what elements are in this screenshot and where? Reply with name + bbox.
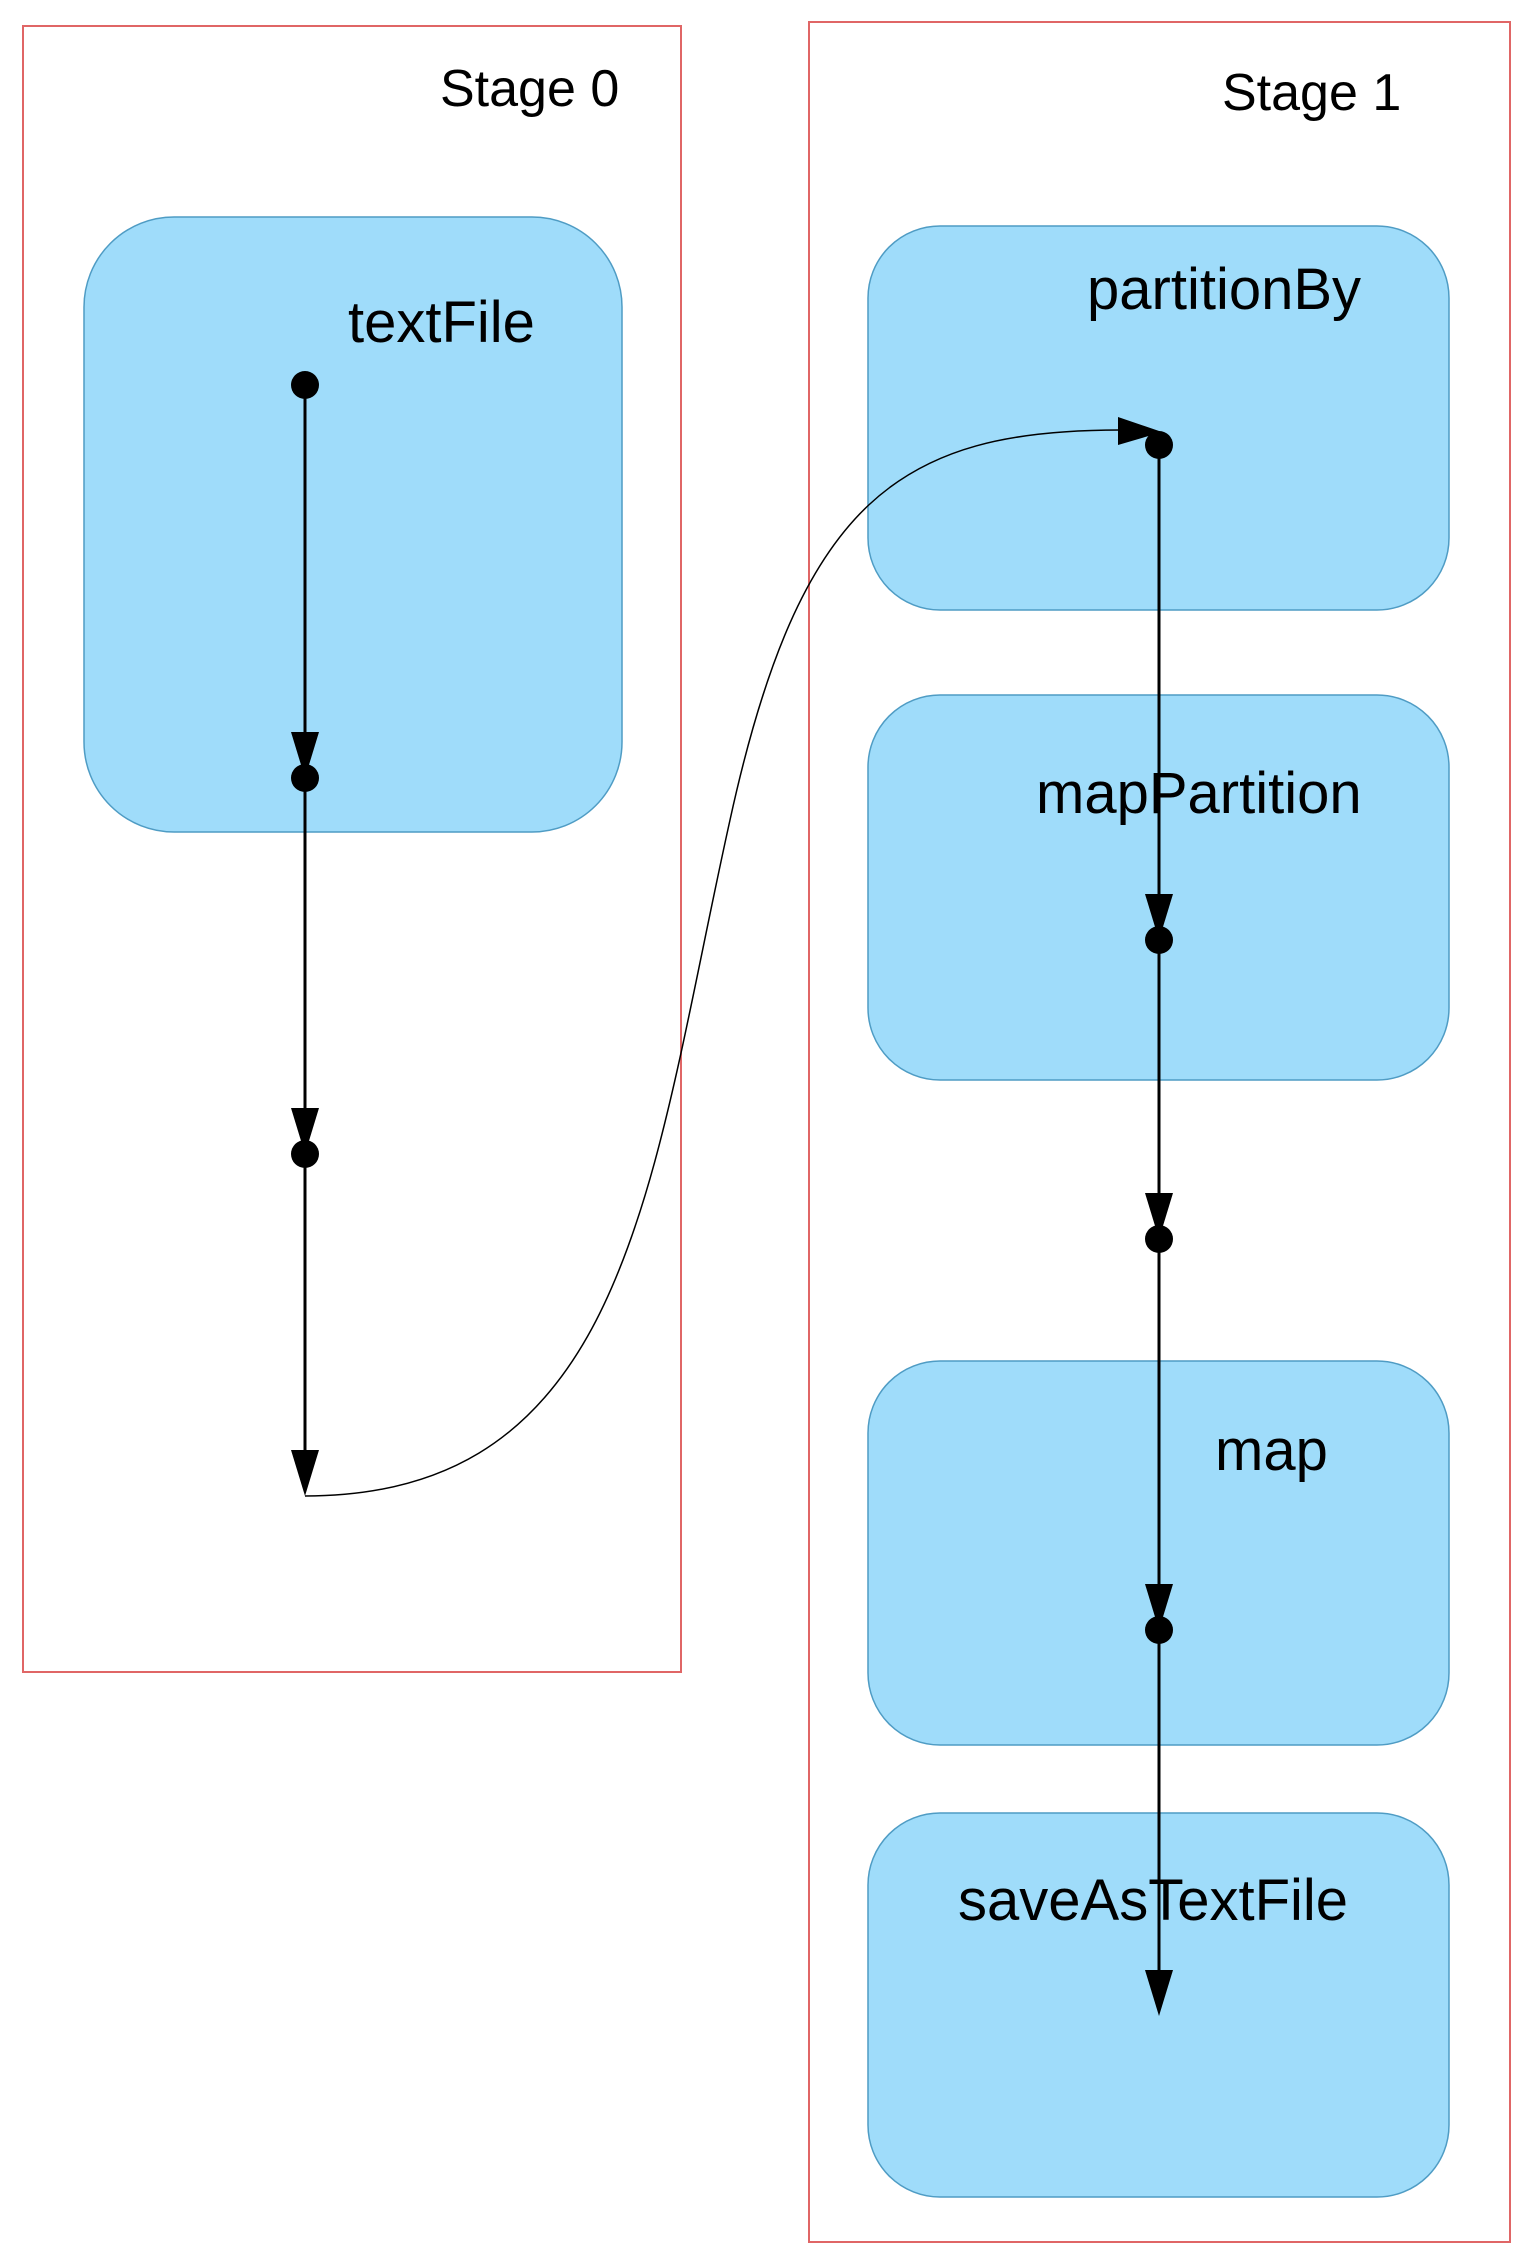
rdd-node-s1-3 bbox=[1145, 1225, 1173, 1253]
rdd-node-s0-1 bbox=[291, 371, 319, 399]
stage-0-label: Stage 0 bbox=[440, 60, 619, 118]
mappartition-label: mapPartition bbox=[1036, 761, 1362, 826]
arrowhead-s0-3 bbox=[291, 1450, 319, 1496]
textfile-label: textFile bbox=[348, 290, 535, 355]
arrowhead-s1-4 bbox=[1145, 1970, 1173, 2016]
stage-1-frame bbox=[808, 21, 1511, 2243]
rdd-node-s1-1 bbox=[1145, 431, 1173, 459]
arrowhead-s1-1 bbox=[1145, 894, 1173, 940]
rdd-node-s0-3 bbox=[291, 1140, 319, 1168]
arrowhead-shuffle bbox=[1118, 417, 1162, 445]
arrowhead-s1-2 bbox=[1145, 1193, 1173, 1239]
partitionby-label: partitionBy bbox=[1087, 257, 1361, 322]
textfile-box bbox=[83, 216, 623, 833]
rdd-node-s1-4 bbox=[1145, 1616, 1173, 1644]
stage-1-label: Stage 1 bbox=[1222, 64, 1401, 122]
arrowhead-s0-1 bbox=[291, 732, 319, 778]
arrowhead-s1-3 bbox=[1145, 1584, 1173, 1630]
map-label: map bbox=[1215, 1418, 1328, 1483]
arrowhead-s0-2 bbox=[291, 1108, 319, 1154]
rdd-node-s1-2 bbox=[1145, 926, 1173, 954]
saveastextfile-label: saveAsTextFile bbox=[958, 1868, 1348, 1933]
shuffle-edge bbox=[304, 429, 1121, 1497]
rdd-node-s0-2 bbox=[291, 764, 319, 792]
stage-0-frame bbox=[22, 25, 682, 1673]
